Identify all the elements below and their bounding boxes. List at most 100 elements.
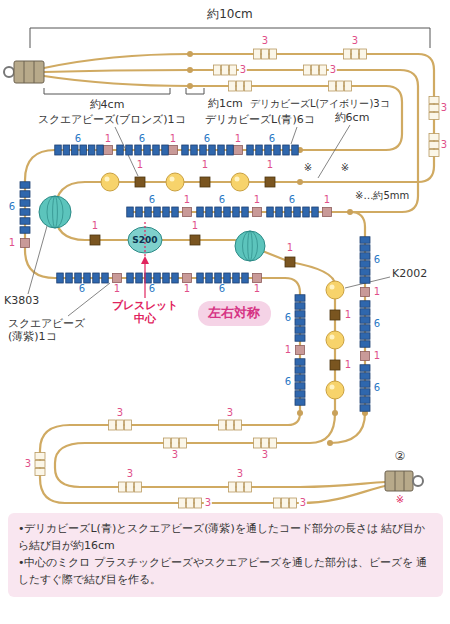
count-label: 1 — [323, 195, 331, 205]
delica-bead-ivory — [35, 453, 45, 460]
delica-bead-ivory — [429, 150, 439, 157]
delica-bead-ivory — [337, 81, 344, 91]
delica-bead-ivory — [245, 482, 252, 492]
count-label: 6 — [74, 134, 82, 144]
step-number: ② — [395, 450, 406, 464]
delica-bead-blue — [303, 207, 310, 217]
beads — [20, 49, 439, 508]
delica-bead-blue — [276, 207, 283, 217]
symmetry-badge: 左右対称 — [198, 301, 271, 326]
count-label: 1 — [104, 134, 112, 144]
square-bead-lavender — [183, 208, 192, 217]
delica-bead-blue — [360, 277, 370, 284]
count-label: 3 — [236, 469, 244, 479]
count-label: 1 — [113, 284, 121, 294]
delica-bead-ivory — [254, 49, 261, 59]
square-bead-bronze — [200, 177, 210, 187]
delica-bead-blue — [154, 207, 161, 217]
delica-bead-blue — [295, 335, 305, 342]
delica-bead-blue — [283, 145, 290, 155]
knot — [187, 67, 193, 73]
square-bead-bronze — [265, 177, 275, 187]
cords — [25, 54, 434, 503]
square-bead-bronze — [90, 235, 100, 245]
delica-bead-blue — [360, 381, 370, 388]
note-mark: ※ — [304, 162, 312, 174]
count-label: 1 — [253, 195, 261, 205]
delica-bead-blue — [154, 273, 161, 283]
square-bead-bronze — [285, 257, 295, 267]
delica-bead-blue — [285, 207, 292, 217]
knot — [327, 440, 333, 446]
part-label: デリカビーズL(青)6コ — [205, 114, 315, 127]
delica-bead-blue — [145, 273, 152, 283]
note-mark: ※ — [396, 494, 404, 506]
count-label: 6 — [373, 319, 381, 329]
delica-bead-blue — [295, 383, 305, 390]
delica-bead-blue — [197, 273, 204, 283]
delica-bead-blue — [360, 237, 370, 244]
delica-bead-ivory — [135, 482, 142, 492]
delica-bead-ivory — [254, 438, 261, 448]
knot — [332, 410, 338, 416]
bead-highlight — [170, 177, 175, 182]
delica-bead-blue — [360, 245, 370, 252]
count-label: 6 — [284, 313, 292, 323]
bracket — [44, 88, 170, 94]
count-label: 6 — [284, 377, 292, 387]
knot — [297, 179, 303, 185]
knot — [187, 51, 193, 57]
delica-bead-blue — [72, 145, 79, 155]
leader-line — [318, 125, 350, 178]
delica-bead-blue — [191, 145, 198, 155]
delica-bead-blue — [88, 145, 95, 155]
square-bead-lavender — [21, 239, 30, 248]
count-label: 1 — [91, 221, 99, 231]
delica-bead-ivory — [109, 420, 116, 430]
badge-text: 左右対称 — [208, 304, 261, 322]
count-label: 1 — [344, 310, 352, 320]
delica-bead-blue — [172, 273, 179, 283]
part-code: K2002 — [392, 268, 427, 281]
count-label: 6 — [218, 195, 226, 205]
knots — [127, 51, 368, 446]
delica-bead-ivory — [187, 498, 194, 508]
square-bead-lavender — [104, 146, 113, 155]
count-label: 3 — [261, 36, 269, 46]
delica-bead-blue — [360, 341, 370, 348]
delica-bead-blue — [295, 391, 305, 398]
square-bead-bronze — [190, 235, 200, 245]
count-label: 1 — [344, 360, 352, 370]
delica-bead-blue — [80, 145, 87, 155]
delica-bead-ivory — [229, 81, 236, 91]
count-label: 6 — [138, 134, 146, 144]
delica-bead-blue — [218, 145, 225, 155]
delica-bead-ivory — [429, 97, 439, 104]
count-label: 6 — [373, 383, 381, 393]
delica-bead-ivory — [360, 49, 367, 59]
count-label: 1 — [8, 238, 16, 248]
delica-bead-ivory — [344, 49, 351, 59]
delica-bead-blue — [144, 145, 151, 155]
delica-bead-blue — [242, 207, 249, 217]
part-label: スクエアビーズ(薄紫)1コ — [8, 318, 94, 343]
delica-bead-blue — [295, 375, 305, 382]
delica-bead-ivory — [237, 81, 244, 91]
delica-bead-blue — [55, 145, 62, 155]
cord — [25, 150, 300, 413]
part-code: S200 — [132, 235, 157, 245]
arrowhead — [141, 256, 149, 264]
clasp-ring — [413, 476, 423, 486]
bead-stripe — [53, 196, 58, 228]
count-label: 1 — [234, 134, 242, 144]
delica-bead-blue — [136, 207, 143, 217]
leader-line — [291, 127, 297, 144]
delica-bead-ivory — [320, 65, 327, 75]
clasp-bottom — [385, 471, 423, 491]
count-label: 6 — [148, 195, 156, 205]
note-label: ※…約5mm — [355, 190, 409, 202]
delica-bead-ivory — [179, 498, 186, 508]
delica-bead-blue — [57, 273, 64, 283]
delica-bead-ivory — [195, 498, 202, 508]
bead-highlight — [105, 177, 110, 182]
